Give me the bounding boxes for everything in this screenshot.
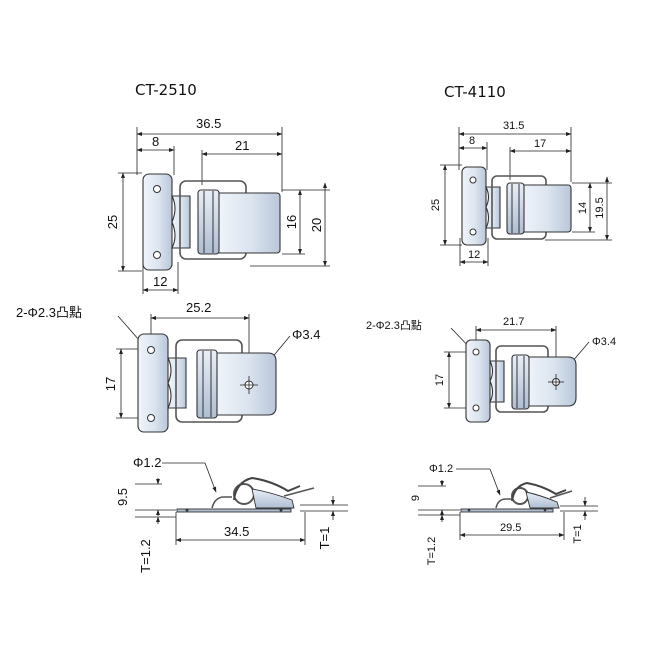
mid-view-ct4110: 2-Φ2.3凸點 21.7 Φ3.4 17 bbox=[366, 316, 616, 423]
dim-overall-ct4110: 31.5 bbox=[503, 120, 524, 132]
dim-t-right-ct2510: T=1 bbox=[317, 527, 332, 550]
dim-height-ct4110: 25 bbox=[430, 199, 442, 211]
dim-h-outer-ct4110: 19.5 bbox=[594, 197, 606, 218]
dim-height-mid-ct4110: 17 bbox=[434, 374, 446, 386]
dim-h-outer-ct2510: 20 bbox=[309, 218, 324, 232]
dim-spacing-ct2510: 25.2 bbox=[186, 300, 211, 315]
dim-left-ct4110: 8 bbox=[469, 135, 475, 147]
dim-height-mid-ct2510: 17 bbox=[103, 377, 118, 391]
dim-side-height-ct2510: 9.5 bbox=[115, 488, 130, 506]
dim-right-ct4110: 17 bbox=[534, 138, 546, 150]
dim-left-ct2510: 8 bbox=[152, 134, 159, 149]
dim-height-ct2510: 25 bbox=[105, 215, 120, 229]
note-holes-ct4110: 2-Φ2.3凸點 bbox=[366, 319, 422, 332]
dim-h-inner-ct2510: 16 bbox=[284, 215, 299, 229]
dim-side-length-ct2510: 34.5 bbox=[224, 524, 249, 539]
note-wire-ct2510: Φ1.2 bbox=[133, 455, 161, 470]
dim-t-left-ct4110: T=1.2 bbox=[426, 537, 438, 565]
side-view-ct2510: Φ1.2 9.5 T=1.2 34.5 T=1 bbox=[115, 455, 348, 573]
dim-bottom-ct4110: 12 bbox=[468, 249, 480, 261]
note-wire-ct4110: Φ1.2 bbox=[429, 463, 453, 475]
note-hole-dia-ct4110: Φ3.4 bbox=[592, 336, 616, 348]
dim-h-inner-ct4110: 14 bbox=[577, 202, 589, 214]
dim-t-right-ct4110: T=1 bbox=[572, 524, 584, 543]
dim-side-height-ct4110: 9 bbox=[410, 495, 422, 501]
dim-bottom-ct2510: 12 bbox=[153, 274, 167, 289]
dim-right-ct2510: 21 bbox=[235, 138, 249, 153]
note-holes-ct2510: 2-Φ2.3凸點 bbox=[16, 305, 82, 320]
dim-t-left-ct2510: T=1.2 bbox=[138, 539, 153, 573]
mid-view-ct2510: 2-Φ2.3凸點 25.2 Φ3.4 17 bbox=[16, 300, 320, 433]
dim-side-length-ct4110: 29.5 bbox=[500, 522, 521, 534]
dim-spacing-ct4110: 21.7 bbox=[503, 316, 524, 328]
top-view-ct2510: 36.5 8 21 25 16 20 12 bbox=[105, 116, 330, 294]
top-view-ct4110: 31.5 8 17 25 14 19.5 12 bbox=[430, 120, 612, 266]
side-view-ct4110: Φ1.2 9 T=1.2 29.5 T=1 bbox=[410, 463, 598, 565]
note-hole-dia-ct2510: Φ3.4 bbox=[292, 327, 320, 342]
dim-overall-ct2510: 36.5 bbox=[196, 116, 221, 131]
model-title-ct2510: CT-2510 bbox=[135, 81, 197, 99]
model-title-ct4110: CT-4110 bbox=[444, 83, 506, 101]
